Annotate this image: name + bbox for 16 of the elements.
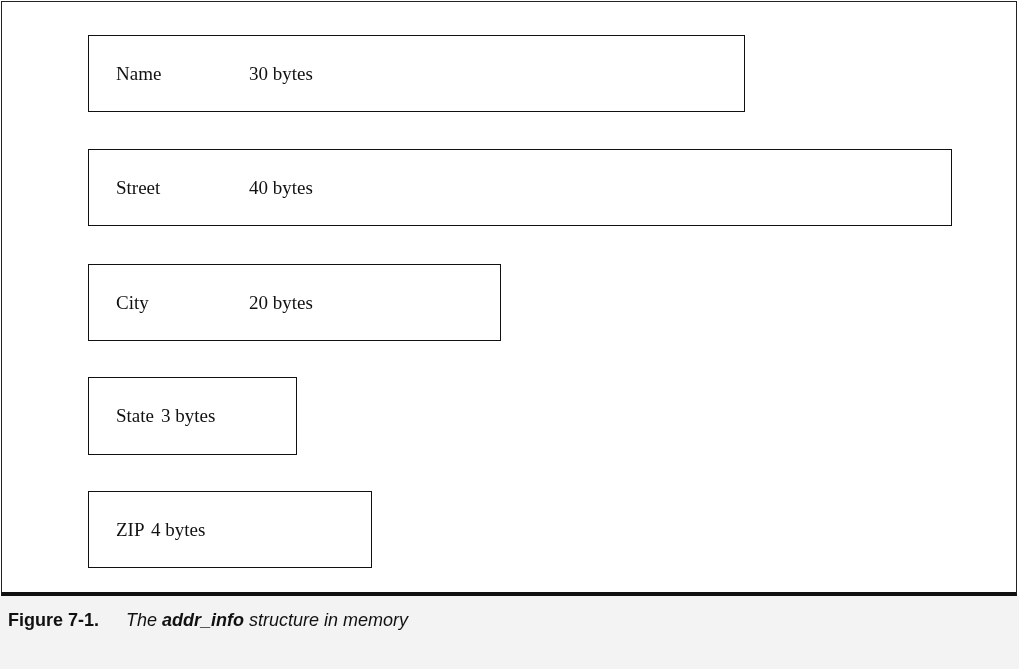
field-name: Name	[116, 62, 162, 85]
field-box	[88, 377, 297, 455]
field-size: 40 bytes	[249, 176, 313, 199]
field-size: 3 bytes	[161, 405, 216, 427]
field-box	[88, 491, 372, 568]
field-name: Street	[116, 176, 161, 199]
field-name: ZIP	[116, 518, 145, 541]
field-box	[88, 149, 952, 226]
figure-caption: Figure 7-1. The addr_info structure in memory	[8, 610, 409, 631]
field-box	[88, 264, 501, 341]
field-size: 20 bytes	[249, 291, 313, 314]
field-name: State	[116, 405, 154, 427]
field-box	[88, 35, 745, 112]
field-size: 4 bytes	[151, 518, 206, 541]
field-size: 30 bytes	[249, 62, 313, 85]
field-name: City	[116, 291, 149, 314]
